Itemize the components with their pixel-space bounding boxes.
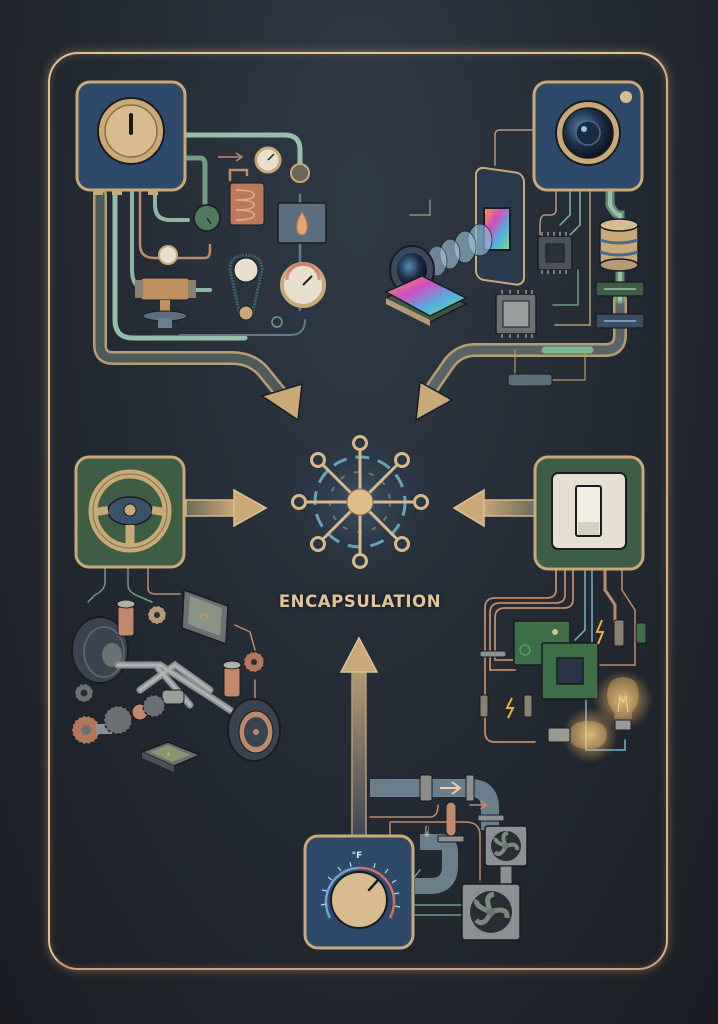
module-camera bbox=[384, 80, 645, 387]
light-switch-icon bbox=[533, 455, 645, 571]
burner-icon bbox=[277, 202, 327, 244]
cooling-fan-icon bbox=[461, 883, 521, 941]
arrow-left bbox=[452, 488, 537, 528]
lightning-icon bbox=[595, 619, 605, 645]
steering-wheel-icon bbox=[74, 455, 186, 569]
pressure-gauge-icon bbox=[254, 146, 310, 183]
pipe-icon bbox=[370, 774, 505, 894]
suspension-spring-icon bbox=[116, 599, 242, 698]
module-thermostat: 🌡 bbox=[303, 774, 528, 950]
wheel-icon bbox=[227, 698, 281, 762]
svg-text:⚡: ⚡ bbox=[166, 751, 171, 759]
fan-connector bbox=[499, 865, 513, 887]
database-icon bbox=[599, 218, 639, 272]
axle-icon bbox=[114, 660, 249, 724]
arrow-down-left bbox=[415, 293, 627, 422]
arrow-up bbox=[339, 636, 379, 843]
arrow-down-right bbox=[93, 188, 303, 422]
pump-icon bbox=[135, 245, 196, 328]
ecu-module-icon: ⏻ bbox=[181, 588, 229, 646]
thermometer-icon: 🌡 bbox=[420, 825, 434, 838]
unit-label: °F bbox=[352, 851, 363, 861]
arrow-right bbox=[185, 488, 268, 528]
svg-text:⏻: ⏻ bbox=[200, 612, 208, 623]
module-power-control bbox=[75, 80, 327, 341]
heat-exchanger-coil-icon bbox=[229, 182, 265, 226]
lightning-icon bbox=[505, 697, 515, 719]
drivetrain-gears-icon bbox=[71, 694, 166, 745]
gauge-icon bbox=[280, 262, 326, 308]
camera-icon bbox=[532, 80, 644, 192]
belt-drive-icon bbox=[228, 253, 264, 321]
diagram-title: ENCAPSULATION bbox=[278, 592, 442, 611]
cable-clamp bbox=[479, 650, 507, 658]
cooling-fan-icon bbox=[484, 825, 528, 867]
processor-chip-icon bbox=[537, 232, 573, 274]
data-bar-icon bbox=[595, 281, 645, 329]
gear-icon bbox=[74, 605, 265, 703]
module-steering: ⏻ bbox=[71, 455, 281, 772]
control-chip-icon: ⚡ bbox=[140, 741, 202, 772]
valve-icon bbox=[193, 204, 221, 232]
light-bulb-icon bbox=[547, 707, 618, 763]
power-knob-icon bbox=[75, 80, 187, 195]
wheel-icon bbox=[71, 616, 129, 684]
microchip-icon bbox=[541, 642, 599, 700]
network-hub-icon bbox=[280, 422, 440, 582]
processor-chip-icon bbox=[495, 290, 537, 338]
smartphone-icon bbox=[475, 166, 525, 286]
thermostat-dial-icon: °F bbox=[303, 834, 415, 950]
fuse-icon bbox=[479, 619, 647, 718]
outer-frame bbox=[48, 52, 668, 970]
image-sensor-icon bbox=[384, 275, 468, 326]
module-light-switch bbox=[479, 455, 653, 763]
